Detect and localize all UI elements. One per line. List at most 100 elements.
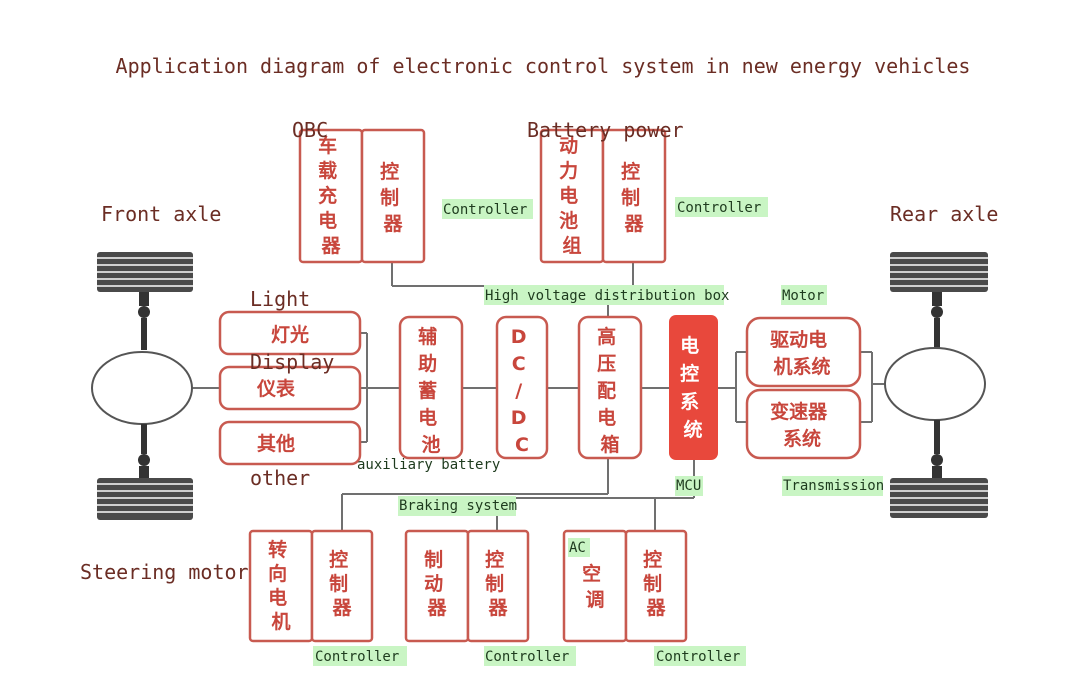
hv-box-char: 箱 [600, 433, 619, 456]
transmission-line: 系统 [783, 427, 821, 450]
rear-suspension-bottom [931, 420, 943, 478]
brake-char: 制 [424, 548, 443, 571]
other-box [218, 420, 362, 466]
svg-text:电 控 系 统: 电 控 系 统 [680, 334, 706, 441]
steering-char: 向 [268, 562, 287, 585]
svg-text:控 制 器: 控 制 器 [380, 160, 406, 235]
controller-char: 器 [331, 597, 352, 619]
front-tire-bottom [97, 478, 193, 520]
obc-char: 载 [318, 159, 337, 182]
brake-char: 动 [424, 573, 443, 595]
front-axle-assembly [91, 252, 193, 520]
svg-text:驱动电 机系统: 驱动电 机系统 [770, 328, 834, 378]
drive-motor-box: 驱动电 机系统 [745, 316, 862, 388]
rear-axle-assembly [884, 252, 988, 518]
ac-controller-label: Controller [656, 649, 740, 665]
ac-char: 调 [585, 589, 604, 611]
controller-char: 制 [380, 186, 399, 209]
motor-label: Motor [782, 288, 824, 304]
controller-char: 制 [485, 572, 504, 595]
svg-text:D C / D: D C / D C [511, 326, 533, 456]
mcu-char: 控 [680, 362, 699, 385]
light-box [218, 310, 362, 356]
svg-text:控 制 器: 控 制 器 [643, 548, 669, 619]
battery-char: 池 [559, 209, 578, 232]
battery-power-label: Battery power [527, 118, 684, 142]
dcdc-char: D [511, 326, 527, 348]
aux-battery-char: 电 [418, 406, 437, 429]
battery-char: 动 [559, 135, 578, 157]
mcu-char: 统 [683, 418, 702, 441]
hv-distribution-box: 高 压 配 电 箱 [577, 315, 643, 460]
battery-char: 电 [559, 184, 578, 207]
aux-battery-char: 辅 [418, 325, 437, 348]
controller-char: 器 [382, 213, 403, 235]
light-label: Light [250, 287, 310, 311]
controller-char: 器 [623, 213, 644, 235]
display-label: Display [250, 350, 334, 374]
steering-char: 电 [268, 586, 287, 609]
controller-char: 器 [487, 597, 508, 619]
svg-text:高 压 配 电: 高 压 配 电 箱 [597, 325, 623, 456]
other-label: other [250, 466, 310, 490]
hv-box-char: 配 [597, 380, 616, 402]
hv-box-char: 压 [597, 353, 616, 375]
front-differential [91, 351, 193, 425]
obc-char: 电 [318, 209, 337, 232]
controller-char: 制 [329, 572, 348, 595]
dcdc-box: D C / D C [495, 315, 549, 460]
brake-char: 器 [426, 597, 447, 619]
light-cn: 灯光 [271, 323, 309, 346]
front-tire-top [97, 252, 193, 292]
diagram-title: Application diagram of electronic contro… [116, 54, 971, 78]
ac-unit: 空 调 控 制 器 [562, 529, 688, 643]
braking-system-label: Braking system [399, 498, 517, 514]
aux-battery-char: 蓄 [418, 379, 437, 402]
svg-text:变速器 系统: 变速器 系统 [770, 400, 834, 450]
rear-axle-label: Rear axle [890, 202, 998, 226]
controller-char: 控 [380, 160, 399, 183]
obc-char: 充 [318, 184, 337, 207]
transmission-box: 变速器 系统 [745, 388, 862, 460]
controller-char: 控 [329, 548, 348, 571]
ac-char: 空 [582, 562, 601, 585]
mcu-char: 电 [680, 334, 699, 357]
aux-battery-char: 助 [418, 352, 437, 375]
controller-char: 制 [621, 186, 640, 209]
dcdc-char: D [511, 407, 527, 429]
aux-battery-char: 池 [421, 433, 440, 456]
controller-char: 控 [485, 548, 504, 571]
transmission-label: Transmission [783, 478, 884, 494]
steering-char: 转 [268, 538, 287, 561]
hv-box-char: 电 [597, 406, 616, 429]
display-cn: 仪表 [256, 377, 296, 400]
steering-char: 机 [271, 611, 290, 633]
battery-char: 力 [559, 159, 578, 182]
controller-char: 制 [643, 572, 662, 595]
dcdc-char: C [512, 353, 526, 375]
front-suspension-top [138, 292, 150, 350]
controller-char: 控 [621, 160, 640, 183]
svg-text:空 调: 空 调 [582, 562, 608, 611]
battery-controller-label: Controller [677, 200, 761, 216]
controller-char: 控 [643, 548, 662, 571]
front-suspension-bottom [138, 424, 150, 478]
hv-box-label: High voltage distribution box [485, 288, 729, 304]
obc-char: 车 [318, 134, 337, 157]
front-axle-label: Front axle [101, 202, 221, 226]
other-cn: 其他 [257, 432, 295, 455]
svg-text:控 制 器: 控 制 器 [621, 160, 647, 235]
motor-line: 机系统 [773, 355, 830, 378]
mcu-label: MCU [676, 478, 701, 494]
svg-text:控 制 器: 控 制 器 [329, 548, 355, 619]
svg-text:制 动 器: 制 动 器 [424, 548, 450, 619]
transmission-line: 变速器 [770, 400, 828, 423]
obc-controller-label: Controller [443, 202, 527, 218]
mcu-box: 电 控 系 统 [669, 315, 718, 460]
steering-controller-label: Controller [315, 649, 399, 665]
rear-differential [884, 347, 986, 421]
steering-motor-unit: 转 向 电 机 控 制 器 [248, 529, 374, 643]
display-box [218, 365, 362, 411]
hv-box-char: 高 [597, 325, 616, 348]
